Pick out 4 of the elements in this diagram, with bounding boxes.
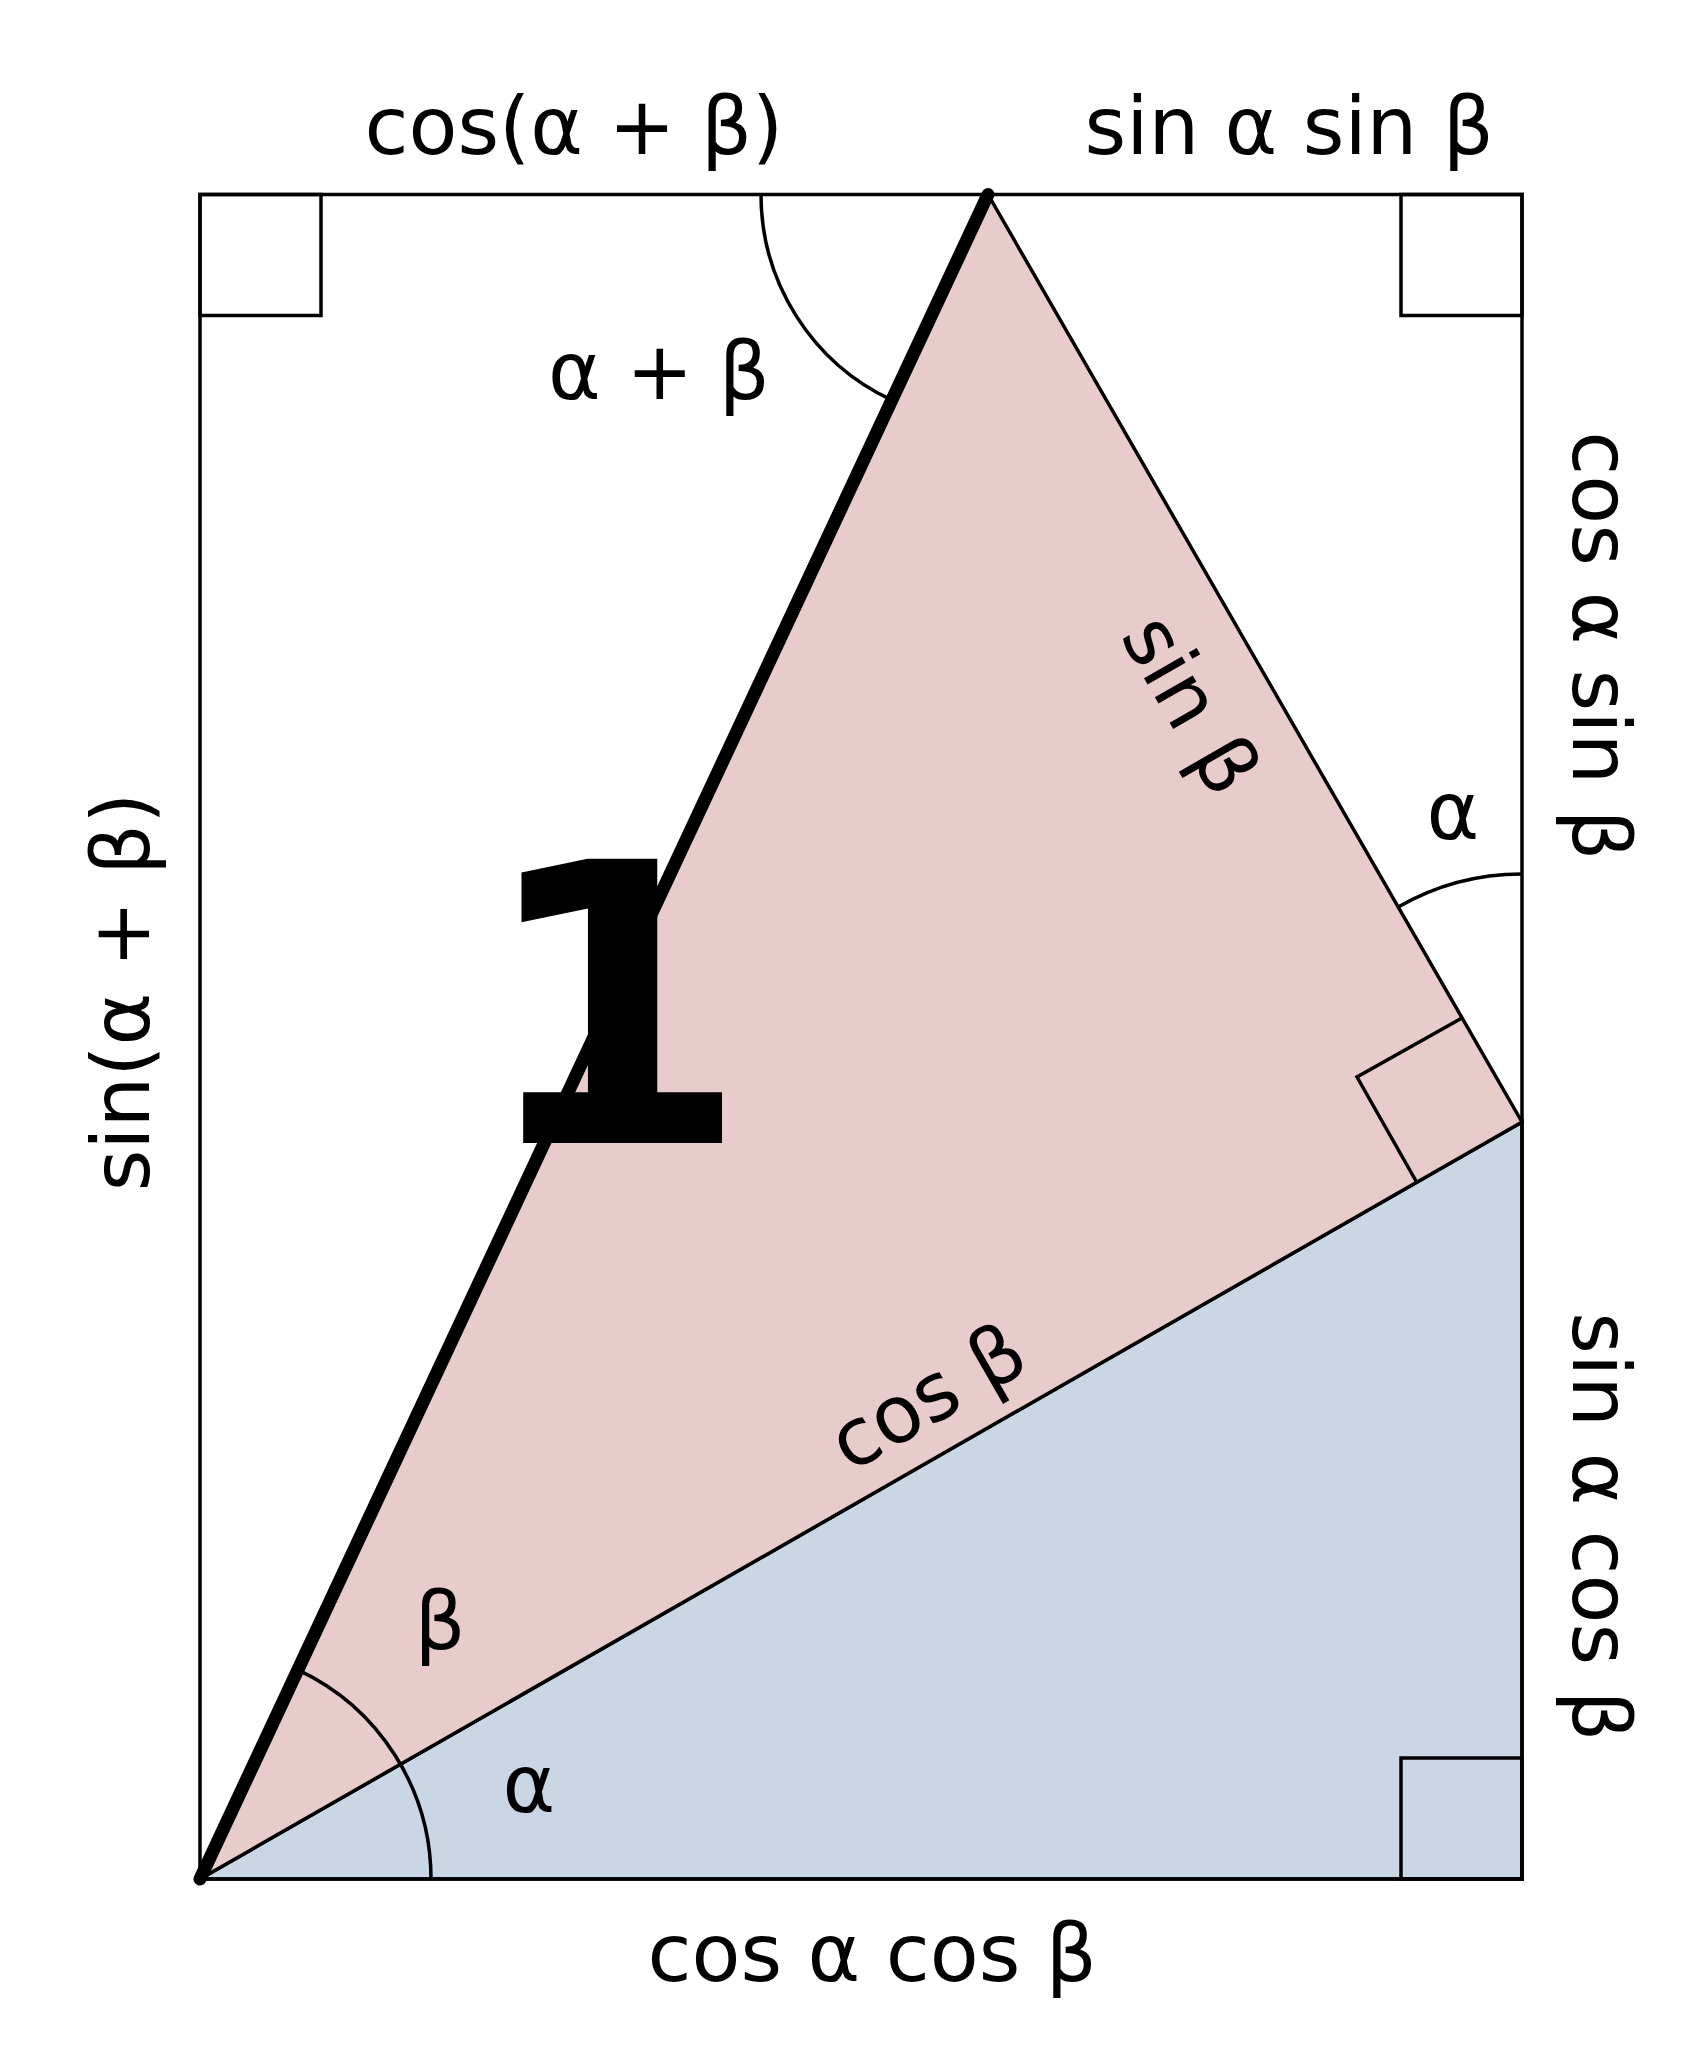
- angle-label: α: [1426, 772, 1480, 852]
- side-length-label: sin β: [1107, 602, 1273, 808]
- side-length-label: cos β: [815, 1309, 1039, 1485]
- angle-label: α: [502, 1745, 556, 1825]
